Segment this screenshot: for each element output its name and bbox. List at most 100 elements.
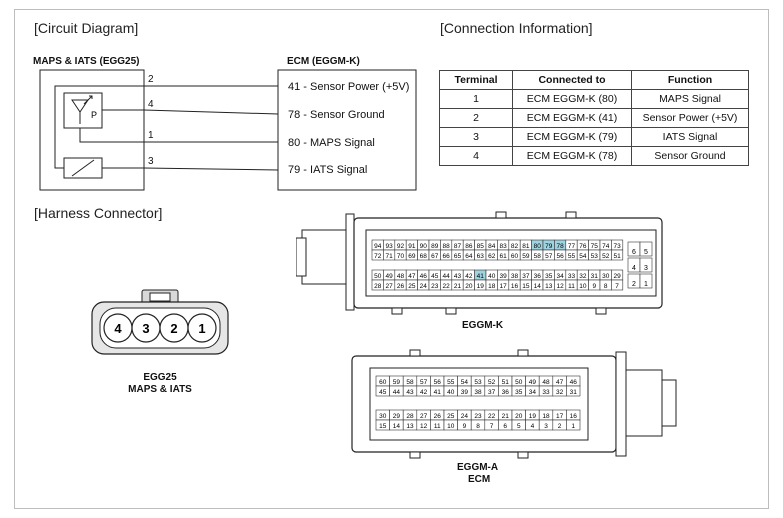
column-header: Function	[631, 70, 749, 90]
connector-pin-label: 61	[499, 253, 507, 260]
connector-pin-label: 7	[490, 423, 494, 430]
connector-pin-label: 13	[406, 423, 414, 430]
connection-table: Terminal Connected to Function 1 ECM EGG…	[439, 70, 749, 166]
connector-pin-label: 22	[442, 283, 450, 290]
connector-pin-label: 37	[488, 389, 496, 396]
wire-number: 1	[148, 130, 154, 141]
connector-pin-label: 2	[558, 423, 562, 430]
connector-pin-label: 79	[545, 243, 553, 250]
ecm-name-label: ECM (EGGM-K)	[287, 56, 360, 67]
connector-pin-label: 82	[511, 243, 519, 250]
connector-pin-label: 20	[465, 283, 473, 290]
connector-pin-label: 50	[374, 273, 382, 280]
connector-pin-label: 65	[454, 253, 462, 260]
connector-pin-label: 17	[556, 413, 564, 420]
diagram-frame	[14, 9, 769, 509]
sensor-symbol-letter: P	[91, 110, 97, 120]
connector-pin-label: 44	[393, 389, 401, 396]
connector-pin-label: 16	[570, 413, 578, 420]
connector-pin-label: 64	[465, 253, 473, 260]
sensor-box	[39, 69, 145, 191]
table-cell: ECM EGGM-K (79)	[512, 127, 632, 147]
connector-pin-label: 71	[385, 253, 393, 260]
connector-pin-label: 58	[534, 253, 542, 260]
connector-pin-label: 25	[408, 283, 416, 290]
connector-pin-label: 62	[488, 253, 496, 260]
connector-pin-label: 13	[545, 283, 553, 290]
connector-pin-label: 17	[499, 283, 507, 290]
table-header-row: Terminal Connected to Function	[439, 70, 749, 90]
connector-pin-label: 93	[385, 243, 393, 250]
table-cell: 1	[439, 89, 513, 109]
connector-pin-label: 18	[542, 413, 550, 420]
connector-pin-label: 74	[602, 243, 610, 250]
connector-pin-label: 20	[515, 413, 523, 420]
table-row: 3 ECM EGGM-K (79) IATS Signal	[439, 127, 749, 147]
harness-connector-title: [Harness Connector]	[34, 205, 163, 221]
connector-pin-label: 46	[570, 379, 578, 386]
connector-pin-label: 56	[434, 379, 442, 386]
egg25-pin-label: 1	[198, 321, 205, 336]
connector-pin-label: 77	[568, 243, 576, 250]
sensor-name-label: MAPS & IATS (EGG25)	[33, 56, 140, 67]
table-row: 4 ECM EGGM-K (78) Sensor Ground	[439, 146, 749, 166]
connector-pin-label: 81	[522, 243, 530, 250]
connector-pin-label: 11	[434, 423, 441, 430]
connector-pin-label: 49	[385, 273, 393, 280]
connector-pin-label: 34	[529, 389, 537, 396]
connector-pin-label: 1	[571, 423, 575, 430]
eggm-a-caption-sub: ECM	[468, 474, 491, 485]
connector-pin-label: 21	[454, 283, 462, 290]
connector-pin-label: 15	[379, 423, 387, 430]
connector-pin-label: 4	[531, 423, 535, 430]
connector-pin-label: 19	[529, 413, 537, 420]
connector-pin-label: 89	[431, 243, 439, 250]
connector-pin-label: 88	[442, 243, 450, 250]
table-cell: Sensor Power (+5V)	[631, 108, 749, 128]
connector-pin-label: 29	[393, 413, 401, 420]
table-cell: ECM EGGM-K (78)	[512, 146, 632, 166]
wire-1	[79, 128, 144, 143]
circuit-diagram: P	[39, 69, 417, 191]
connector-pin-label: 33	[542, 389, 550, 396]
connector-pin-label: 10	[447, 423, 455, 430]
connector-pin-label: 85	[477, 243, 485, 250]
ecm-pin-label: 41 - Sensor Power (+5V)	[288, 81, 410, 93]
connector-pin-cell	[566, 385, 581, 397]
connector-pin-label: 41	[477, 273, 485, 280]
ecm-box	[277, 69, 417, 191]
connector-pin-label: 44	[442, 273, 450, 280]
connector-pin-cell	[639, 273, 653, 289]
connector-pin-label: 80	[534, 243, 542, 250]
circuit-diagram-title: [Circuit Diagram]	[34, 20, 139, 36]
table-cell: IATS Signal	[631, 127, 749, 147]
connector-pin-label: 45	[379, 389, 387, 396]
connector-pin-label: 35	[515, 389, 523, 396]
connector-pin-label: 40	[488, 273, 496, 280]
connector-pin-label: 9	[463, 423, 467, 430]
connector-pin-label: 73	[613, 243, 621, 250]
connector-pin-label: 32	[556, 389, 564, 396]
connector-pin-label: 84	[488, 243, 496, 250]
connection-info-title: [Connection Information]	[440, 20, 593, 36]
connector-pin-label: 59	[393, 379, 401, 386]
connector-pin-label: 3	[644, 265, 648, 272]
egg25-caption-sub: MAPS & IATS	[128, 384, 192, 395]
connector-pin-label: 24	[461, 413, 469, 420]
connector-pin-cell	[566, 419, 581, 431]
connector-pin-label: 92	[397, 243, 405, 250]
connector-pin-label: 78	[556, 243, 564, 250]
connector-pin-label: 18	[488, 283, 496, 290]
connector-pin-label: 42	[465, 273, 473, 280]
egg25-pin-1	[187, 313, 217, 343]
connector-pin-label: 76	[579, 243, 587, 250]
connector-pin-label: 52	[602, 253, 610, 260]
connector-pin-label: 53	[591, 253, 599, 260]
table-cell: ECM EGGM-K (41)	[512, 108, 632, 128]
egg25-caption: EGG25	[143, 372, 177, 383]
connector-pin-label: 3	[544, 423, 548, 430]
connector-pin-label: 63	[477, 253, 485, 260]
